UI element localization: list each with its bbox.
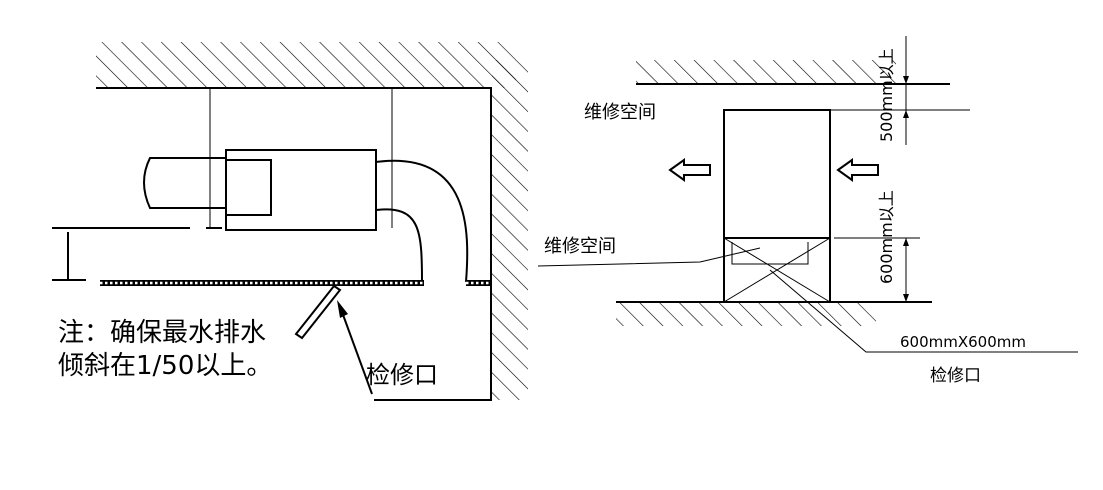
dim-bottom-arrow-2 [903,294,909,302]
wall-hatch [492,60,528,400]
note-line-2: 倾斜在1/50以上。 [58,351,272,381]
access-leader-arrow [337,300,348,318]
clearance-bottom-label: 600mm以上 [877,190,896,284]
drain-pipe-long [375,159,469,283]
ceiling-wall-outline [96,87,492,401]
air-duct [143,157,226,209]
air-in-arrow-icon [836,158,879,182]
note-line-1: 注：确保最水排水 [58,318,266,348]
right-clearance-section: 维修空间 维修空间 500mm以上 600mm以上 600mmX600mm 检修… [537,36,1078,386]
clearance-top-label: 500mm以上 [877,48,896,142]
access-hatch-panel [294,284,342,340]
left-ceiling-section: 注：确保最水排水 倾斜在1/50以上。 检修口 [52,42,528,401]
unit-body-right [723,109,831,239]
access-label-left: 检修口 [366,361,438,389]
opening-inner [731,242,809,265]
maintenance-leader [537,247,761,267]
opening-size-leader [769,269,1078,353]
dim-top-arrow-2 [903,110,909,118]
access-leader [341,311,373,395]
air-out-arrow-icon [668,158,711,182]
indoor-unit-body [225,149,377,231]
drain-pipe-short [375,208,423,283]
floor-hatch [616,302,876,326]
dim-top-arrow-1 [903,76,909,84]
maintenance-space-label-bottom: 维修空间 [544,236,616,257]
top-ceiling-hatch [636,60,896,84]
opening-cross-b [723,237,831,303]
access-label-right: 检修口 [930,366,981,386]
ceiling-hatch [96,42,516,88]
indoor-unit-box [225,159,272,216]
service-opening [723,237,831,303]
opening-size-label: 600mmX600mm [900,333,1026,351]
dim-bottom-arrow-1 [903,238,909,246]
maintenance-space-label-top: 维修空间 [584,102,656,123]
